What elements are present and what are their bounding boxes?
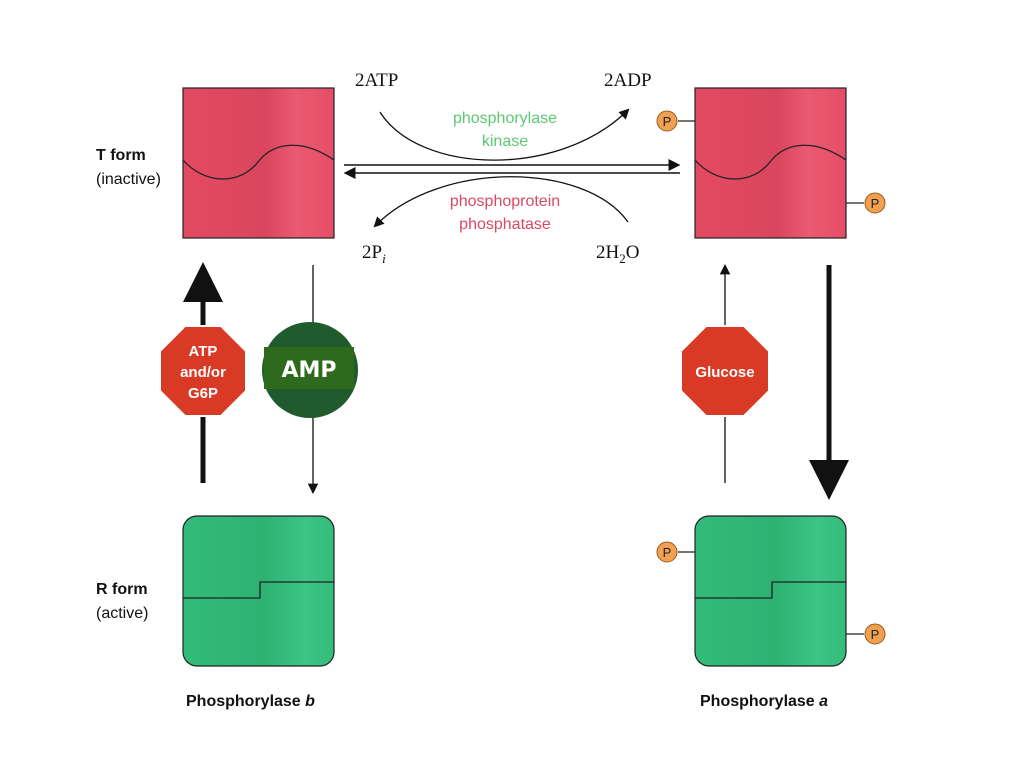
phosphorylase-a-letter: a [819, 693, 829, 710]
t-form-label: T form [96, 147, 146, 164]
r-form-state: (active) [96, 605, 149, 622]
phosphorylase-a-caption: Phosphorylase a [700, 692, 828, 712]
inhibitor-left-line1: ATP [189, 343, 218, 360]
r-form-box-b [182, 515, 335, 667]
phosphatase-line1: phosphoprotein [449, 193, 561, 210]
atp-g6p-inhibitor-sign: ATP and/or G6P [159, 325, 247, 417]
phosphorylase-b-letter: b [305, 693, 315, 710]
phosphorylase-b-caption: Phosphorylase b [186, 692, 315, 712]
r-form-label: R form [96, 581, 148, 598]
adp-label: 2ADP [604, 70, 652, 91]
equilibrium-arrows [343, 159, 681, 179]
phosphatase-label: phosphoprotein phosphatase [420, 190, 590, 236]
inhibitor-left-line3: G6P [188, 385, 218, 402]
phosphorylase-a-prefix: Phosphorylase [700, 693, 820, 710]
amp-activator: AMP [262, 322, 358, 418]
water-a: 2H [596, 242, 620, 263]
glucose-inhibitor-sign: Glucose [680, 325, 770, 417]
t-form-box-b [182, 87, 335, 239]
water-sub: 2 [619, 250, 626, 266]
phosphate-t-top: P [656, 110, 695, 132]
pi-label: 2Pi [362, 243, 386, 269]
water-b: O [625, 242, 640, 263]
pi-main: 2P [362, 242, 383, 263]
inhibitor-left-line2: and/or [180, 364, 226, 381]
kinase-line1: phosphorylase [452, 110, 558, 127]
phosphorylase-b-prefix: Phosphorylase [186, 693, 306, 710]
t-form-box-a [694, 87, 847, 239]
phosphatase-line2: phosphatase [459, 216, 551, 233]
phosphate-t-right: P [846, 192, 886, 214]
phosphatase-curved-arrow [373, 176, 629, 228]
r-form-box-a [694, 515, 847, 667]
amp-label: AMP [281, 358, 336, 383]
kinase-label: phosphorylase kinase [420, 107, 590, 153]
atp-label: 2ATP [355, 70, 399, 91]
phosphate-label: P [871, 627, 880, 642]
pi-sub: i [382, 250, 386, 266]
water-label: 2H2O [596, 243, 639, 269]
phosphate-label: P [871, 196, 880, 211]
phosphate-label: P [663, 114, 672, 129]
phosphate-r-right: P [846, 623, 886, 645]
phosphate-r-left: P [656, 541, 695, 563]
kinase-line2: kinase [481, 133, 529, 150]
t-form-state: (inactive) [96, 171, 161, 188]
phosphate-label: P [663, 545, 672, 560]
kinase-curved-arrow [379, 108, 630, 161]
glucose-label: Glucose [695, 364, 754, 381]
